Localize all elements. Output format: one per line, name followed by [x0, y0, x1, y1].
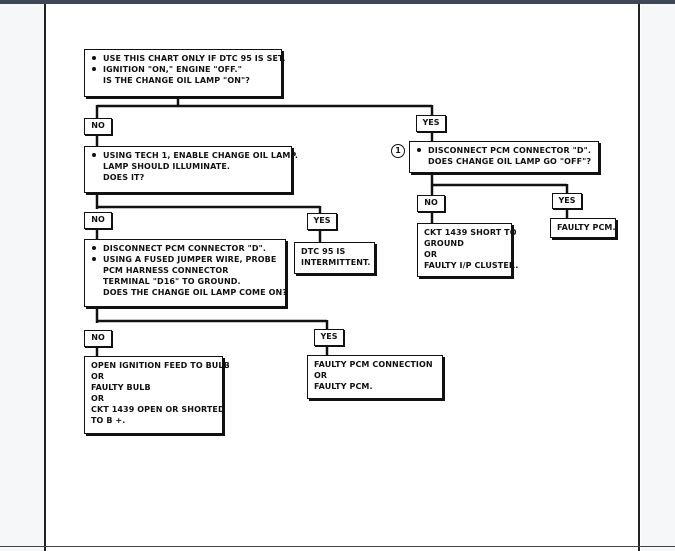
disconnect-left-bullet-2: USING A FUSED JUMPER WIRE, PROBE — [91, 254, 279, 265]
open-result-line-2: OR — [91, 372, 105, 381]
start-box: USE THIS CHART ONLY IF DTC 95 IS SET. IG… — [84, 49, 285, 97]
step-marker: 1 — [391, 144, 405, 158]
yes-label-bottom: YES — [314, 329, 344, 346]
disconnect-left-box: DISCONNECT PCM CONNECTOR "D". USING A FU… — [84, 239, 288, 307]
start-bullet-2: IGNITION "ON," ENGINE "OFF." — [91, 64, 275, 75]
short-result-box: CKT 1439 SHORT TO GROUND OR FAULTY I/P C… — [417, 223, 519, 277]
tech1-line-2: DOES IT? — [103, 173, 145, 182]
top-bar — [0, 0, 675, 4]
disconnect-left-question: DOES THE CHANGE OIL LAMP COME ON? — [103, 288, 288, 297]
intermittent-line-1: DTC 95 IS — [301, 247, 346, 256]
left-border — [44, 4, 46, 551]
no-label-bottom: NO — [84, 330, 112, 347]
disconnect-right-bullet: DISCONNECT PCM CONNECTOR "D". — [416, 145, 592, 156]
open-result-line-3: FAULTY BULB — [91, 383, 151, 392]
left-margin — [0, 4, 45, 551]
right-margin — [641, 4, 675, 551]
start-question: IS THE CHANGE OIL LAMP "ON"? — [103, 76, 251, 85]
short-result-line-1: CKT 1439 SHORT TO — [424, 228, 517, 237]
no-label-right: NO — [417, 195, 445, 212]
tech1-box: USING TECH 1, ENABLE CHANGE OIL LAMP. LA… — [84, 146, 298, 193]
disconnect-right-box: DISCONNECT PCM CONNECTOR "D". DOES CHANG… — [409, 141, 599, 173]
bottom-border — [0, 546, 675, 547]
open-result-line-5: CKT 1439 OPEN OR SHORTED — [91, 405, 225, 414]
short-result-line-3: OR — [424, 250, 438, 259]
disconnect-left-line-1: PCM HARNESS CONNECTOR — [103, 266, 229, 275]
faulty-pcm-box: FAULTY PCM. — [550, 218, 616, 238]
open-result-line-4: OR — [91, 394, 105, 403]
open-result-line-6: TO B +. — [91, 416, 126, 425]
faulty-pcm-text: FAULTY PCM. — [557, 223, 616, 232]
disconnect-right-question: DOES CHANGE OIL LAMP GO "OFF"? — [428, 157, 592, 166]
open-result-line-1: OPEN IGNITION FEED TO BULB — [91, 361, 230, 370]
yes-label-right: YES — [552, 193, 582, 209]
no-label-tech1: NO — [84, 212, 112, 229]
tech1-bullet: USING TECH 1, ENABLE CHANGE OIL LAMP. — [91, 150, 298, 161]
short-result-line-2: GROUND — [424, 239, 464, 248]
no-label-top: NO — [84, 118, 112, 135]
start-bullet-1: USE THIS CHART ONLY IF DTC 95 IS SET. — [91, 53, 285, 64]
right-border — [638, 4, 640, 551]
disconnect-left-bullet-1: DISCONNECT PCM CONNECTOR "D". — [91, 243, 279, 254]
yes-label-tech1: YES — [307, 213, 337, 230]
connection-result-line-2: OR — [314, 371, 328, 380]
connection-result-line-3: FAULTY PCM. — [314, 382, 373, 391]
connection-result-line-1: FAULTY PCM CONNECTION — [314, 360, 433, 369]
connection-result-box: FAULTY PCM CONNECTION OR FAULTY PCM. — [307, 355, 443, 399]
intermittent-box: DTC 95 IS INTERMITTENT. — [294, 242, 375, 274]
tech1-line-1: LAMP SHOULD ILLUMINATE. — [103, 162, 231, 171]
open-result-box: OPEN IGNITION FEED TO BULB OR FAULTY BUL… — [84, 356, 230, 434]
yes-label-top: YES — [416, 115, 446, 132]
disconnect-left-line-2: TERMINAL "D16" TO GROUND. — [103, 277, 241, 286]
intermittent-line-2: INTERMITTENT. — [301, 258, 371, 267]
short-result-line-4: FAULTY I/P CLUSTER. — [424, 261, 519, 270]
